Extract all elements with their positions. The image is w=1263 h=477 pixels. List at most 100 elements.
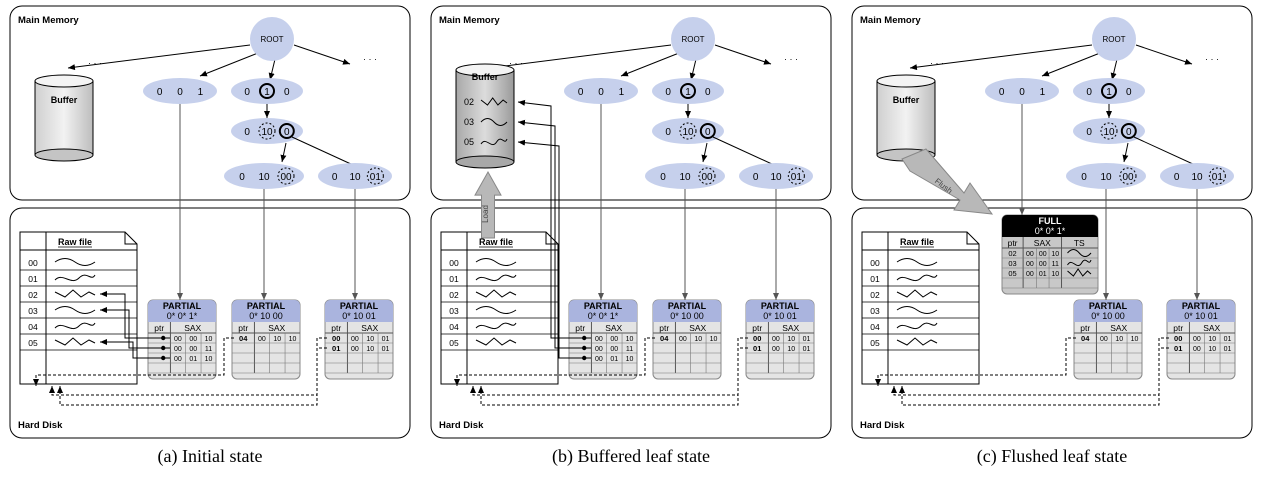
partial-leaf-2-hdr-sax: SAX	[268, 323, 285, 333]
node-leaf1-shape	[224, 163, 304, 189]
node-mid-val: 0	[244, 87, 250, 98]
partial-leaf-1-row-sax: 11	[626, 346, 633, 353]
node-leaf1-val: 0	[239, 172, 245, 183]
full-leaf-row-sax: 00	[1026, 251, 1034, 258]
root-node	[250, 17, 294, 61]
node-mid-mark	[680, 83, 696, 99]
node-left-val: 0	[598, 87, 604, 98]
node-leaf1-dotted-mark	[1119, 167, 1137, 185]
load-arrow-shape-shape	[474, 170, 502, 239]
node-leaf2-dotted-mark	[787, 167, 805, 185]
pointer-dashed-0-0	[454, 337, 655, 386]
buffer-row-id: 02	[464, 97, 474, 107]
edge-inner-leaf1	[280, 142, 287, 163]
node-inner-dotted-mark	[679, 122, 697, 140]
root-label: ROOT	[681, 35, 704, 44]
raw-file-fold	[966, 232, 979, 245]
partial-leaf-2-row-sax: 10	[1115, 336, 1123, 343]
buffer-row-wave	[480, 138, 508, 146]
raw-file-wave	[896, 258, 938, 266]
node-leaf1-val: 00	[280, 172, 292, 183]
pointer-dashed-1-1	[478, 347, 748, 406]
raw-file-title: Raw file	[58, 237, 92, 247]
raw-file-fold	[124, 232, 137, 245]
partial-leaf-1-row-sax: 10	[626, 336, 634, 343]
partial-leaf-1-row-sax: 00	[189, 346, 197, 353]
node-leaf2-dotted-mark	[1208, 167, 1226, 185]
node-left-shape	[985, 78, 1059, 104]
load-arrow-label: Load	[481, 205, 490, 223]
buffer-cylinder	[876, 74, 936, 162]
node-leaf1-dotted-mark	[277, 167, 295, 185]
partial-leaf-3-row-sax: 01	[382, 336, 390, 343]
full-leaf-row-ts-wave	[1067, 268, 1092, 277]
full-leaf-row-ts-wave	[1067, 249, 1092, 257]
partial-leaf-3-row-sax: 01	[803, 346, 811, 353]
raw-file-wave	[54, 337, 96, 346]
raw-file-wave	[896, 337, 938, 346]
partial-leaf-3-row-sax: 10	[787, 336, 795, 343]
partial-leaf-3-row-sax: 00	[1193, 336, 1201, 343]
buffer-label: Buffer	[51, 95, 78, 105]
partial-leaf-3-title: PARTIAL	[761, 301, 800, 311]
partial-leaf-1-hdr-ptr: ptr	[154, 323, 164, 333]
partial-leaf-2-row-sax: 10	[289, 336, 297, 343]
node-mid-shape	[231, 78, 303, 104]
partial-leaf-1-hdr-sax: SAX	[605, 323, 622, 333]
full-leaf-row-ptr: 05	[1008, 269, 1016, 278]
partial-leaf-3-hdr-ptr: ptr	[752, 323, 762, 333]
full-leaf-title: FULL	[1039, 216, 1062, 226]
partial-leaf-3-row-sax: 00	[1193, 346, 1201, 353]
partial-leaf-3-row-sax: 10	[787, 346, 795, 353]
full-leaf-hdr-sax: SAX	[1034, 238, 1051, 248]
pointer-buffer-0	[517, 99, 591, 339]
partial-leaf-1-row-sax: 00	[189, 336, 197, 343]
node-inner-val: 10	[261, 127, 273, 138]
partial-leaf-3-hdr-ptr: ptr	[331, 323, 341, 333]
node-inner-dotted-mark	[1100, 122, 1118, 140]
node-mid-val: 1	[1106, 87, 1112, 98]
root-label: ROOT	[1102, 35, 1125, 44]
raw-file-id: 03	[870, 306, 880, 316]
raw-file-id: 01	[870, 274, 880, 284]
buffer-label: Buffer	[893, 95, 920, 105]
partial-leaf-2-title: PARTIAL	[247, 301, 286, 311]
partial-leaf-3-row-sax: 01	[1224, 336, 1232, 343]
partial-leaf-2-hdr-sax: SAX	[689, 323, 706, 333]
partial-leaf-2-label: 0* 10 00	[249, 311, 283, 321]
partial-leaf-3-row-sax: 01	[1224, 346, 1232, 353]
load-arrow: Load	[474, 170, 502, 239]
raw-file-title: Raw file	[900, 237, 934, 247]
partial-leaf-3-row-ptr: 00	[1174, 334, 1182, 343]
root-label: ROOT	[260, 35, 283, 44]
node-leaf2-val: 01	[1212, 172, 1224, 183]
caption-b: (b) Buffered leaf state	[551, 446, 711, 466]
raw-file-id: 05	[28, 338, 38, 348]
raw-file-wave	[475, 306, 517, 314]
node-mid-val: 0	[705, 87, 711, 98]
partial-leaf-1-title: PARTIAL	[584, 301, 623, 311]
node-left-shape	[564, 78, 638, 104]
edge-root-left	[67, 44, 251, 71]
node-mid-val: 1	[264, 87, 270, 98]
node-leaf2-val: 10	[1191, 172, 1203, 183]
raw-file-id: 05	[449, 338, 459, 348]
buffer-row-wave	[480, 118, 508, 126]
partial-leaf-2-row-ptr: 04	[1081, 334, 1090, 343]
node-mid-val: 1	[685, 87, 691, 98]
full-leaf-row-ts-wave	[1067, 259, 1092, 267]
raw-file-id: 02	[449, 290, 459, 300]
raw-file-id: 04	[870, 322, 880, 332]
node-inner-val: 0	[665, 127, 671, 138]
